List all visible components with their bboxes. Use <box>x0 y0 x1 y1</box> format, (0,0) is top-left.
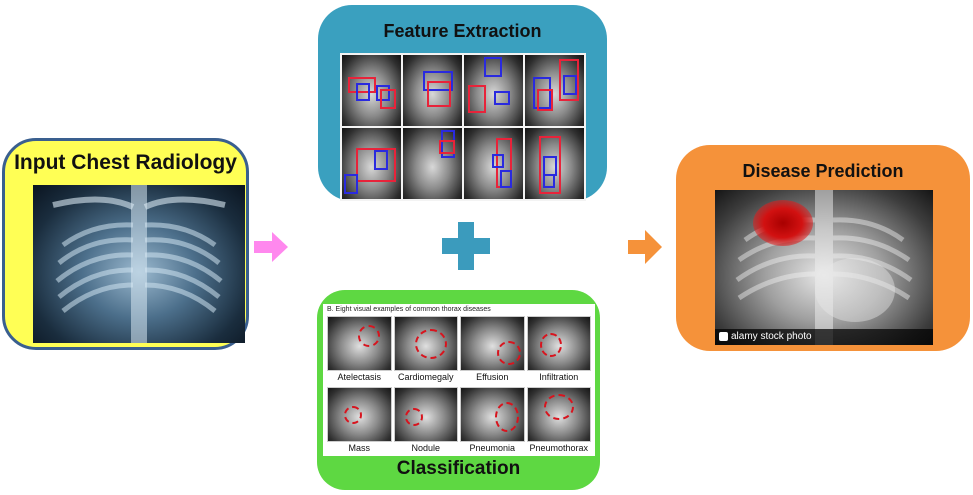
feature-xray-3 <box>464 55 523 126</box>
disease-label: Pneumonia <box>469 443 516 453</box>
disease-label: Nodule <box>411 443 441 453</box>
feature-xray-6 <box>403 128 462 199</box>
right-arrow-icon <box>254 232 288 262</box>
feature-xray-7 <box>464 128 523 199</box>
input-chest-radiology-box: Input Chest Radiology <box>2 138 249 350</box>
disease-example: Pneumothorax <box>526 387 591 454</box>
feature-xray-5 <box>342 128 401 199</box>
prediction-title: Disease Prediction <box>742 161 904 181</box>
classification-caption: B. Eight visual examples of common thora… <box>327 306 491 313</box>
disease-example: Mass <box>327 387 392 454</box>
feature-xray-8 <box>525 128 584 199</box>
feature-xray-2 <box>403 55 462 126</box>
disease-example: Cardiomegaly <box>393 316 458 383</box>
feature-title: Feature Extraction <box>383 21 542 41</box>
disease-example: Atelectasis <box>327 316 392 383</box>
disease-example: Nodule <box>393 387 458 454</box>
input-title: Input Chest Radiology <box>14 151 237 174</box>
classification-grid: Atelectasis Cardiomegaly Effusion Infilt… <box>327 316 591 454</box>
right-arrow-icon <box>628 230 662 264</box>
classification-panel: B. Eight visual examples of common thora… <box>323 304 595 456</box>
watermark-bar: alamy stock photo <box>715 329 933 345</box>
prediction-xray-image: alamy stock photo <box>715 190 933 345</box>
feature-xray-1 <box>342 55 401 126</box>
classification-box: B. Eight visual examples of common thora… <box>317 290 600 490</box>
feature-extraction-box: Feature Extraction <box>318 5 607 201</box>
disease-label: Atelectasis <box>337 372 382 382</box>
disease-label: Mass <box>348 443 370 453</box>
disease-example: Infiltration <box>526 316 591 383</box>
plus-icon <box>442 222 490 270</box>
input-xray-image <box>33 185 245 343</box>
feature-image-grid <box>340 53 586 201</box>
disease-example: Effusion <box>460 316 525 383</box>
watermark-text: alamy stock photo <box>731 331 812 342</box>
disease-label: Cardiomegaly <box>397 372 454 382</box>
heatmap-overlay <box>753 200 813 246</box>
disease-label: Effusion <box>476 372 509 382</box>
disease-prediction-box: Disease Prediction alamy stock photo <box>676 145 970 351</box>
feature-xray-4 <box>525 55 584 126</box>
disease-example: Pneumonia <box>460 387 525 454</box>
disease-label: Infiltration <box>539 372 579 382</box>
disease-label: Pneumothorax <box>529 443 589 453</box>
classification-title: Classification <box>396 458 521 479</box>
alamy-logo-icon <box>719 332 728 341</box>
